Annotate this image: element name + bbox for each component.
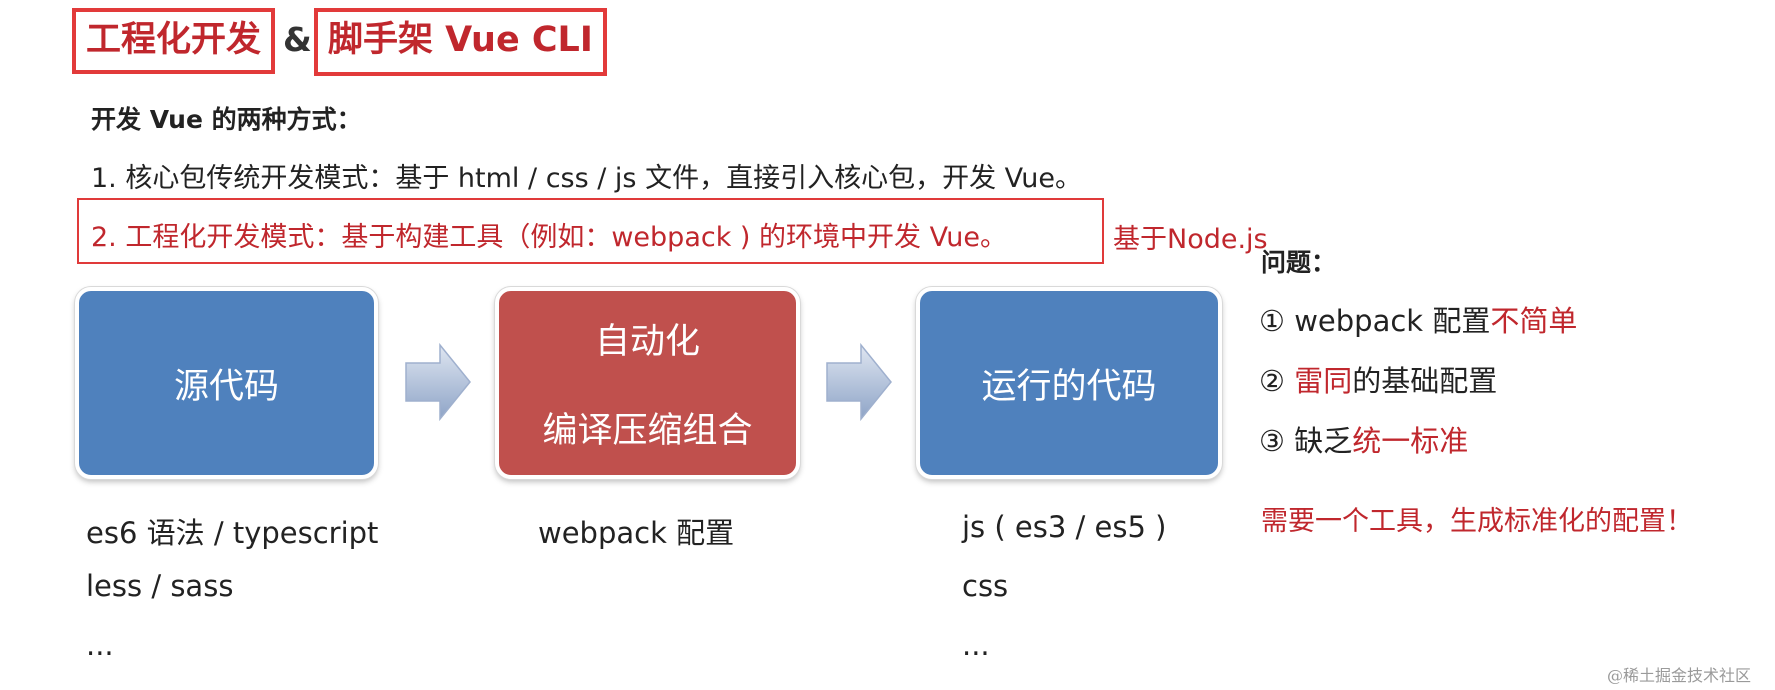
output-caption-3: ... xyxy=(962,628,990,662)
flow-box-output-label: 运行的代码 xyxy=(981,366,1157,407)
problem-2-prefix: ② xyxy=(1259,364,1295,398)
intro-heading: 开发 Vue 的两种方式： xyxy=(91,105,362,134)
problem-3-highlight: 统一标准 xyxy=(1352,424,1469,458)
source-caption-2: less / sass xyxy=(86,569,234,603)
highlight-box xyxy=(77,198,1104,264)
title-ampersand: & xyxy=(283,20,312,59)
title-part1-text: 工程化开发 xyxy=(86,20,262,60)
arrow-right-icon xyxy=(405,343,471,421)
conclusion-text: 需要一个工具，生成标准化的配置！ xyxy=(1261,506,1693,537)
title-part2-text: 脚手架 Vue CLI xyxy=(328,20,593,60)
problem-2-highlight: 雷同 xyxy=(1294,364,1353,398)
output-caption-2: css xyxy=(962,569,1009,603)
output-caption-1: js ( es3 / es5 ) xyxy=(962,510,1167,544)
problem-2-suffix: 的基础配置 xyxy=(1352,364,1498,398)
source-caption-1: es6 语法 / typescript xyxy=(86,516,379,550)
source-caption-3: ... xyxy=(86,628,114,662)
automation-caption-1: webpack 配置 xyxy=(538,516,735,550)
problem-item-2: ② 雷同的基础配置 xyxy=(1259,358,1497,400)
watermark: @稀土掘金技术社区 xyxy=(1607,666,1752,685)
intro-line-2: 2. 工程化开发模式：基于构建工具（例如：webpack ) 的环境中开发 Vu… xyxy=(91,222,1007,253)
problem-item-1: ① webpack 配置不简单 xyxy=(1259,298,1577,340)
problems-title: 问题： xyxy=(1261,248,1337,277)
title-part2: 脚手架 Vue CLI xyxy=(314,8,607,76)
arrow-right-icon xyxy=(826,343,892,421)
problem-1-highlight: 不简单 xyxy=(1490,304,1578,338)
intro-line-1: 1. 核心包传统开发模式：基于 html / css / js 文件，直接引入核… xyxy=(91,163,1083,194)
flow-box-source: 源代码 xyxy=(75,287,378,479)
flow-box-automation: 自动化 编译压缩组合 xyxy=(495,287,800,479)
title-part1: 工程化开发 xyxy=(72,8,276,74)
problem-3-prefix: ③ 缺乏 xyxy=(1259,424,1353,458)
problem-item-3: ③ 缺乏统一标准 xyxy=(1259,418,1468,460)
flow-box-automation-line1: 自动化 xyxy=(594,322,700,362)
flow-box-automation-line2: 编译压缩组合 xyxy=(542,411,753,451)
flow-box-source-label: 源代码 xyxy=(173,366,279,407)
flow-box-output: 运行的代码 xyxy=(916,287,1222,479)
nodejs-note: 基于Node.js xyxy=(1113,224,1268,255)
problem-1-prefix: ① webpack 配置 xyxy=(1259,304,1491,338)
